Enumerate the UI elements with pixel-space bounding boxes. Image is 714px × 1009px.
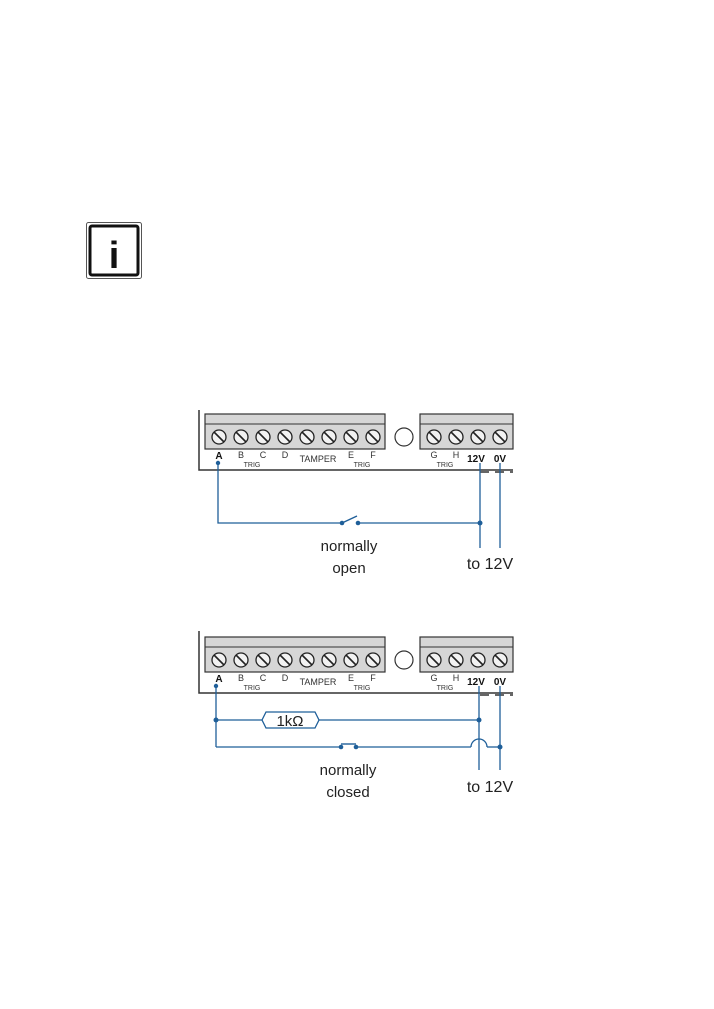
screw-icon (471, 430, 485, 444)
terminal-label-d: D (282, 450, 289, 460)
mounting-hole (395, 428, 413, 446)
screw-icon (256, 430, 270, 444)
supply-label-bottom: to 12V (467, 779, 514, 796)
trig-label-bc: TRIG (244, 685, 261, 692)
screw-icon (322, 430, 336, 444)
terminal-block-left-top (205, 414, 385, 449)
caption-closed: closed (326, 784, 369, 801)
screw-icon (344, 430, 358, 444)
screw-icon (322, 653, 336, 667)
screw-icon (449, 653, 463, 667)
screw-icon (427, 653, 441, 667)
screw-icon (493, 430, 507, 444)
terminal-block-left-bottom (205, 637, 385, 672)
screw-icon (300, 653, 314, 667)
terminal-label-tamper: TAMPER (300, 677, 337, 687)
screw-icon (493, 653, 507, 667)
terminal-label-a: A (215, 674, 222, 685)
screw-icon (278, 430, 292, 444)
terminal-label-tamper: TAMPER (300, 454, 337, 464)
terminal-label-h: H (453, 673, 460, 683)
terminal-label-h: H (453, 450, 460, 460)
caption-open: open (332, 560, 365, 577)
trig-label-bc: TRIG (244, 462, 261, 469)
terminal-label-e: E (348, 673, 354, 683)
trig-label-gh: TRIG (437, 685, 454, 692)
terminal-label-e: E (348, 450, 354, 460)
screw-icon (427, 430, 441, 444)
caption-normally: normally (320, 762, 377, 779)
screw-icon (366, 653, 380, 667)
screw-icon (212, 653, 226, 667)
trig-label-ef: TRIG (354, 685, 371, 692)
wiring-normally-open (216, 461, 500, 548)
screw-icon (449, 430, 463, 444)
caption-normally: normally (321, 538, 378, 555)
terminal-label-c: C (260, 673, 267, 683)
terminal-label-f: F (370, 450, 376, 460)
terminal-label-a: A (215, 451, 222, 462)
wiring-normally-closed: 1kΩ (214, 684, 503, 770)
resistor-label: 1kΩ (276, 713, 303, 730)
screw-icon (344, 653, 358, 667)
diagram-normally-closed: A B C D TAMPER E F TRIG TRIG G H TRIG 12… (199, 631, 513, 801)
diagram-normally-open: A B C D TAMPER E F TRIG TRIG G H TRIG 12… (199, 410, 513, 577)
terminal-label-12v: 12V (467, 454, 485, 465)
screw-icon (234, 653, 248, 667)
screw-icon (366, 430, 380, 444)
screw-icon (471, 653, 485, 667)
terminal-label-12v: 12V (467, 677, 485, 688)
terminal-label-g: G (430, 450, 437, 460)
terminal-label-b: B (238, 673, 244, 683)
screw-icon (212, 430, 226, 444)
screw-icon (300, 430, 314, 444)
mounting-hole (395, 651, 413, 669)
screw-icon (278, 653, 292, 667)
terminal-label-f: F (370, 673, 376, 683)
terminal-label-b: B (238, 450, 244, 460)
supply-label-top: to 12V (467, 556, 514, 573)
terminal-label-d: D (282, 673, 289, 683)
terminal-label-g: G (430, 673, 437, 683)
trig-label-gh: TRIG (437, 462, 454, 469)
terminal-label-c: C (260, 450, 267, 460)
screw-icon (234, 430, 248, 444)
screw-icon (256, 653, 270, 667)
trig-label-ef: TRIG (354, 462, 371, 469)
